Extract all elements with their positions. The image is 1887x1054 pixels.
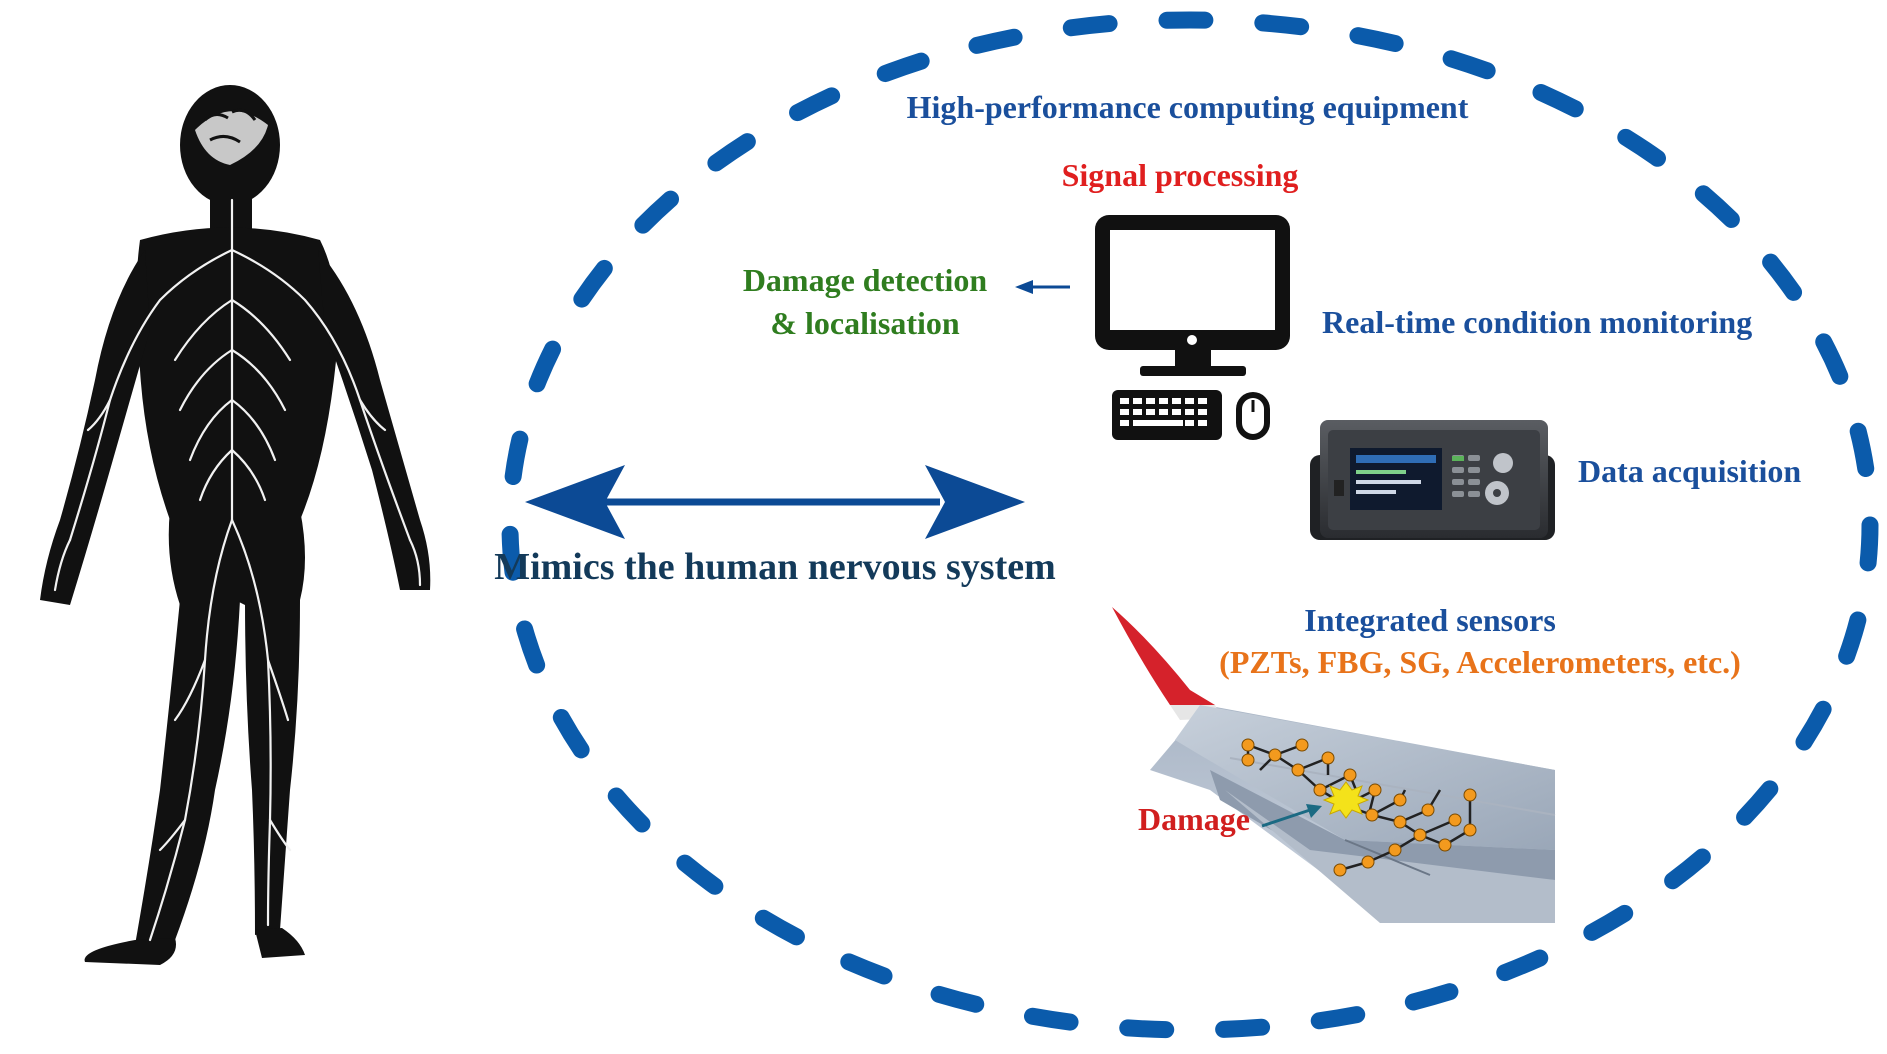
damage-detection-label-line1: Damage detection — [742, 262, 988, 298]
human-nervous-system-illustration — [40, 85, 431, 965]
damage-detection-arrow — [1015, 280, 1070, 294]
aircraft-wing-with-sensors — [1112, 605, 1556, 923]
bidirectional-arrow — [525, 465, 1025, 539]
damage-label: Damage — [1138, 801, 1250, 837]
dashed-ellipse-boundary — [501, 11, 1879, 1039]
damage-marker — [1322, 781, 1370, 819]
integrated-sensors-label: Integrated sensors — [1304, 602, 1556, 638]
damage-pointer-arrow — [1261, 804, 1322, 828]
signal-processing-label: Signal processing — [1061, 157, 1299, 193]
hpc-label: High-performance computing equipment — [906, 89, 1469, 125]
realtime-monitoring-label: Real-time condition monitoring — [1322, 304, 1753, 340]
sensor-types-label: (PZTs, FBG, SG, Accelerometers, etc.) — [1219, 644, 1741, 680]
damage-detection-label-line2: & localisation — [770, 305, 960, 341]
data-acquisition-device — [1310, 420, 1555, 540]
desktop-computer-icon — [1095, 215, 1290, 440]
data-acquisition-label: Data acquisition — [1578, 453, 1802, 489]
mimics-label: Mimics the human nervous system — [494, 546, 1056, 588]
